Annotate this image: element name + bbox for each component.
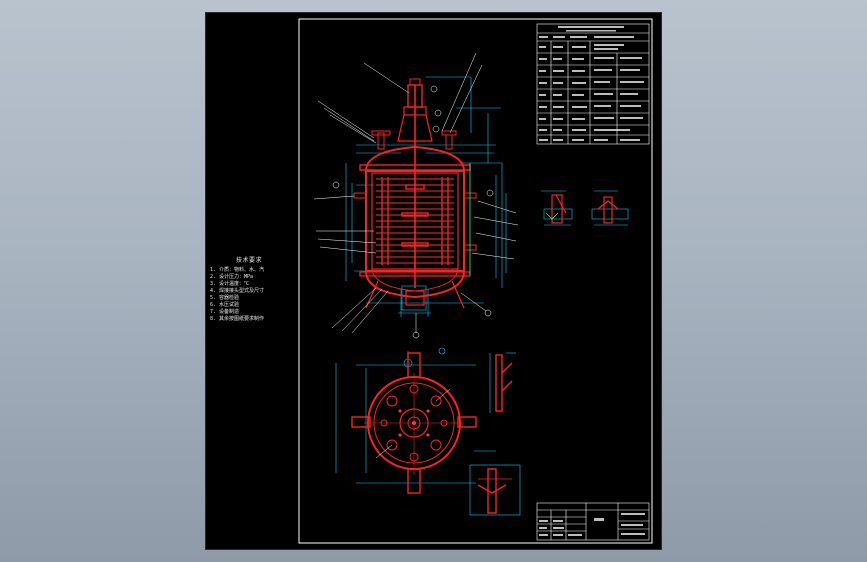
note-item: 8. 其余按图纸要求制作 — [210, 316, 265, 322]
note-item: 2. 设计压力：MPa — [210, 274, 254, 280]
note-item: 4. 焊接接头型式及尺寸 — [210, 288, 265, 294]
vessel-elevation-view — [313, 52, 519, 339]
vessel-plan-view — [335, 347, 477, 494]
technical-requirements: 技术要求 1. 介质：物料、水、汽 2. 设计压力：MPa 3. 设计温度：℃ … — [206, 257, 292, 323]
drawing-sheet: 技术要求 1. 介质：物料、水、汽 2. 设计压力：MPa 3. 设计温度：℃ … — [206, 13, 661, 549]
data-table-grid — [536, 23, 650, 145]
leader-lines — [313, 52, 519, 334]
balloon-markers — [332, 85, 494, 339]
drawing-border — [298, 18, 653, 544]
title-block-fill — [539, 513, 645, 536]
title-block-grid — [536, 502, 650, 541]
coil-pipes — [381, 177, 449, 265]
vessel-shell — [353, 78, 477, 309]
dimension-lines — [345, 76, 507, 317]
note-item: 7. 设备制造 — [210, 309, 240, 315]
heating-coils — [376, 178, 454, 264]
data-table-fill — [539, 26, 644, 141]
note-item: 1. 介质：物料、水、汽 — [210, 267, 265, 273]
cad-drawing — [298, 18, 653, 544]
detail-view — [469, 190, 629, 516]
notes-title: 技术要求 — [235, 257, 262, 264]
note-item: 6. 水压试验 — [210, 302, 240, 308]
note-item: 5. 容器检验 — [210, 295, 240, 301]
note-item: 3. 设计温度：℃ — [210, 281, 250, 287]
